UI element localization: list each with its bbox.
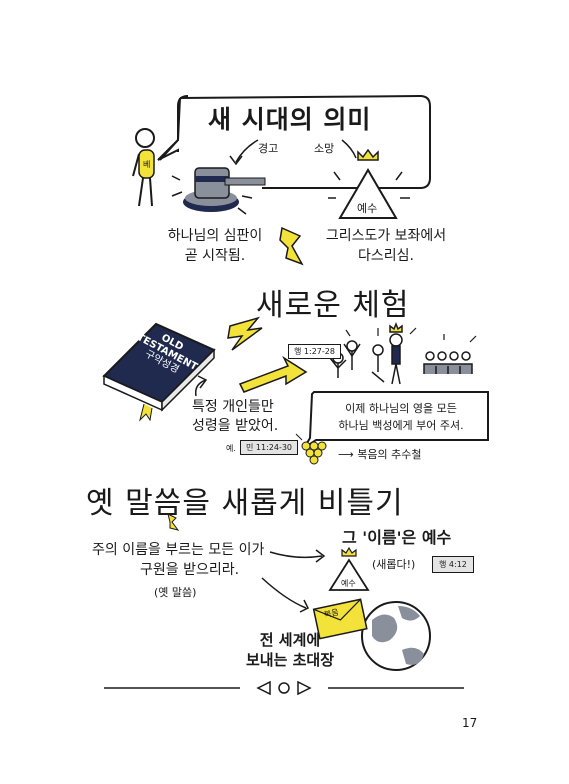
book-caption-line2: 성령을 받았어. [192,418,279,434]
ref-example: 민 11:24-30 [240,440,299,455]
speech-bubble-outline [179,94,431,189]
hope-arrow [341,139,357,159]
label-warning: 경고 [258,142,279,155]
crowd [423,351,473,374]
people-group [329,321,473,385]
triangle-label-small: 예수 [341,579,356,588]
invite-line2: 보내는 초대장 [245,651,335,669]
caption-reign-line2: 다스리심. [358,248,414,264]
section2-heading: 새로운 체험 [256,288,410,323]
small-down-arrow [167,513,180,531]
book-icon [102,322,216,422]
triangle-label: 예수 [357,202,378,215]
triangle-icon-small [328,558,370,591]
spirit-box-line2: 하나님 백성에게 부어 주셔. [338,419,464,432]
right-arrow [238,355,308,393]
caption-reign-line1: 그리스도가 보좌에서 [325,228,447,244]
caption-judgment-line1: 하나님의 심판이 [167,228,263,244]
quote-line1: 주의 이름을 부르는 모든 이가 [92,542,265,558]
arrow-to-envelope [261,577,307,609]
harvest-text: 복음의 추수철 [357,448,422,461]
invite-line1: 전 세계에 [259,631,321,649]
arrow-to-name [269,551,323,559]
crown-icon [357,148,379,161]
label-hope: 소망 [314,142,335,155]
divider [104,680,464,696]
example-prefix: 예. [226,444,236,453]
ref-acts2: 행 4:12 [432,556,474,573]
quote-text: 주의 이름을 부르는 모든 이가 구원을 받으리라. [92,540,264,580]
name-heading: 그 '이름'은 예수 [342,528,452,547]
triangle-icon [328,168,410,219]
down-arrow [279,226,304,266]
spirit-box-text: 이제 하나님의 영을 모든 하나님 백성에게 부어 주셔. [316,400,486,434]
person-badge: 베 [143,160,151,169]
old-tag: (옛 말씀) [154,586,197,599]
grapes-icon [295,433,327,465]
person-figure [132,128,155,207]
section3-heading: 옛 말씀을 새롭게 비틀기 [86,486,404,521]
spirit-box-line1: 이제 하나님의 영을 모든 [345,402,457,415]
lightning-icon [227,316,263,351]
gavel-icon [171,167,266,215]
globe-icon [361,601,431,671]
section2-illustration [102,316,489,465]
curve-arrow [194,379,207,397]
caption-judgment-line2: 곧 시작됨. [184,248,246,264]
harvest-arrow-icon: ⟶ [338,448,358,461]
invite-caption: 전 세계에 보내는 초대장 [230,630,350,670]
caption-judgment: 하나님의 심판이 곧 시작됨. [150,226,280,266]
section1-illustration [132,94,431,266]
book-caption: 특정 개인들만 성령을 받았어. [192,398,278,436]
crown-icon-small [341,546,357,557]
caption-reign: 그리스도가 보좌에서 다스리심. [316,226,456,266]
section3-illustration [104,513,464,696]
quote-line2: 구원을 받으리라. [140,562,240,578]
envelope-icon [312,598,368,640]
new-tag: (새롭다!) [372,558,416,571]
ref-acts: 행 1:27-28 [288,344,341,359]
book-caption-line1: 특정 개인들만 [192,399,274,415]
warning-arrow [235,139,259,163]
section1-title: 새 시대의 의미 [208,105,372,134]
page-number: 17 [462,716,478,730]
harvest-label: ⟶ 복음의 추수철 [338,446,422,462]
